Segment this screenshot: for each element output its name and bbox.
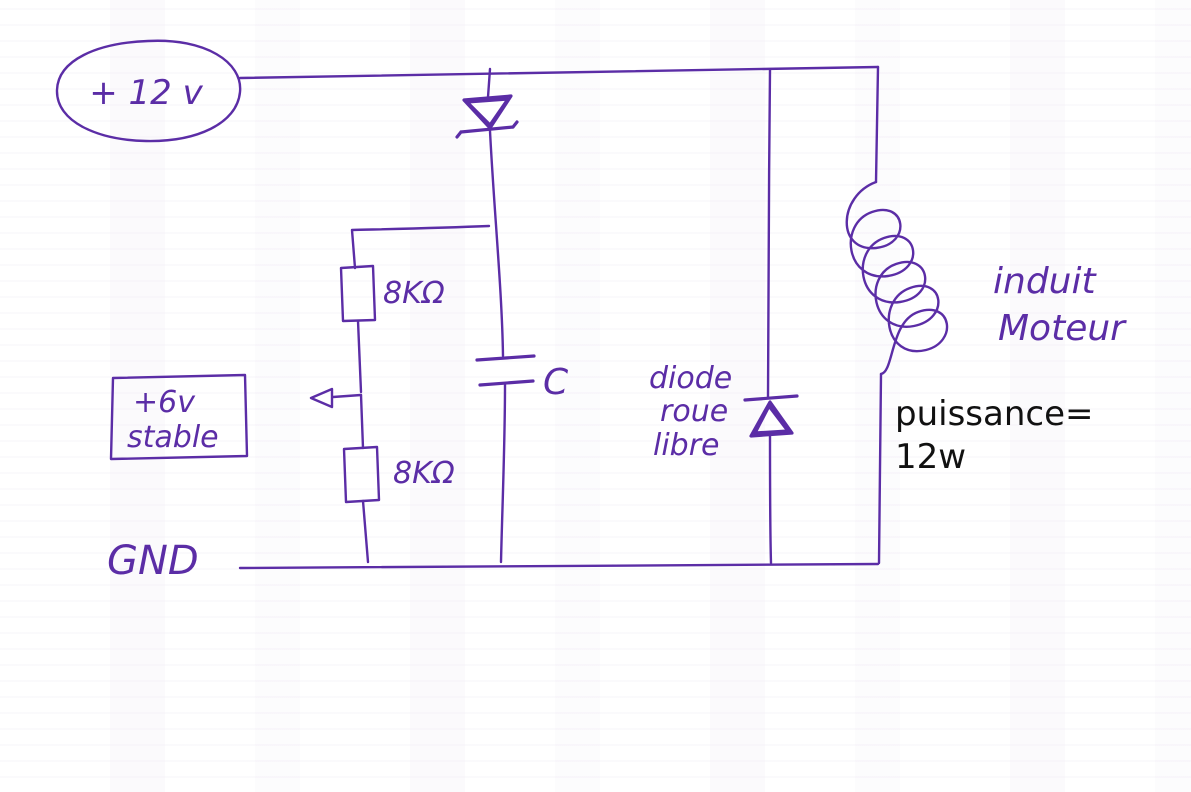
regulated-label-line2: stable [127, 420, 219, 455]
resistor-top-label: 8KΩ [383, 276, 445, 311]
regulated-box-outline [109, 373, 249, 461]
capacitor-plate-top [475, 354, 536, 362]
supply-ellipse [55, 39, 242, 143]
divider-top-wire [350, 224, 491, 270]
freewheel-label-line3: libre [653, 428, 720, 463]
resistor-bottom-body [342, 445, 381, 504]
series-diode-cathode-bar [455, 120, 519, 139]
series-diode-triangle [462, 94, 513, 130]
capacitor-to-gnd-wire [499, 383, 507, 564]
supply-label: + 12 v [89, 73, 203, 113]
freewheel-bottom-wire [768, 434, 773, 565]
power-label-line2: 12w [895, 437, 966, 477]
motor-top-wire [874, 65, 880, 184]
freewheel-cathode-bar [743, 394, 799, 402]
ground-rail: GND [107, 538, 880, 584]
resistor-top-body [339, 264, 377, 323]
capacitor-icon [475, 354, 536, 387]
diode-to-capacitor-wire [488, 129, 505, 358]
freewheel-top-wire [766, 68, 772, 399]
regulator-branch: C [455, 67, 569, 564]
capacitor-label: C [543, 362, 569, 403]
resistor-bottom-label: 8KΩ [393, 456, 455, 491]
wiper-arrow-icon [309, 387, 363, 409]
power-annotation: puissance= 12w [895, 394, 1094, 477]
regulated-output-box: +6v stable [109, 373, 249, 461]
freewheel-branch: diode roue libre [649, 68, 799, 565]
coil-label-line2: Moteur [998, 308, 1127, 349]
wiper-arrowhead [309, 387, 334, 409]
power-label-line1: puissance= [895, 394, 1094, 434]
divider-lower-wire [359, 393, 365, 450]
gnd-label: GND [107, 538, 199, 584]
freewheel-triangle [749, 400, 794, 438]
bottom-wire [238, 562, 880, 570]
top-wire [238, 65, 880, 80]
motor-branch: induit Moteur [845, 65, 1127, 565]
motor-coil-icon [845, 180, 949, 376]
motor-bottom-wire [877, 372, 883, 565]
diode-anode-wire [486, 67, 492, 99]
freewheel-label-line1: diode [649, 361, 732, 396]
series-diode-icon [455, 94, 519, 139]
divider-branch: 8KΩ 8KΩ [309, 224, 491, 564]
wiper-wire [331, 393, 363, 399]
freewheel-label-line2: roue [660, 394, 728, 429]
divider-gnd-wire [361, 499, 370, 564]
capacitor-plate-bottom [478, 379, 535, 387]
divider-mid-wire [356, 319, 363, 394]
supply-node: + 12 v [55, 39, 242, 143]
coil-label-line1: induit [993, 261, 1097, 302]
freewheel-diode-icon [743, 394, 799, 438]
regulated-label-line1: +6v [133, 385, 196, 420]
